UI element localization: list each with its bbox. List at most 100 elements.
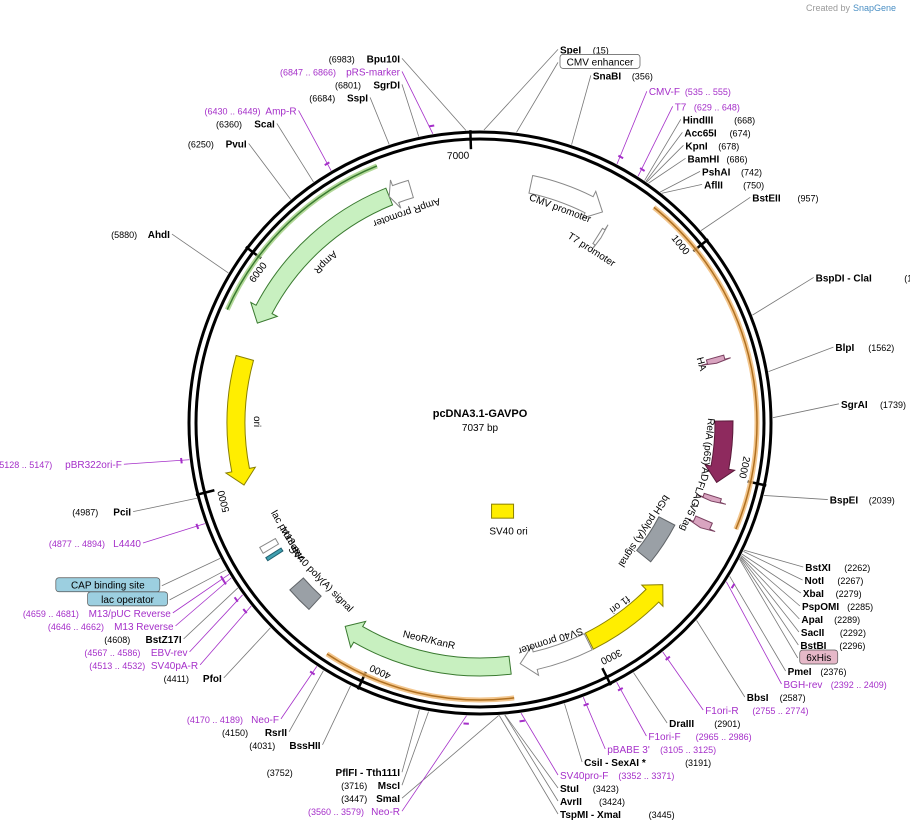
site-pos-bsshii: (4031) (249, 741, 275, 751)
site-name-m13-puc-reverse: M13/pUC Reverse (89, 609, 172, 620)
enzyme-site-noti: NotI(2267) (805, 576, 864, 587)
feature-tag-cap-binding-site: CAP binding site (55, 577, 161, 593)
site-pos-xbai: (2279) (836, 589, 862, 599)
leader-f1ori-f (616, 681, 647, 737)
leader-rsrii (288, 670, 324, 733)
primer-site-neo-r: Neo-R(3560 .. 3579) (308, 807, 400, 818)
feature-ampr-promoter (388, 179, 414, 209)
primer-site-amp-r: Amp-R(6430 .. 6449) (205, 106, 297, 117)
feature-neo-line-core (326, 653, 515, 701)
enzyme-site-bstz17i: BstZ17I(4608) (104, 635, 182, 646)
site-name-scai: ScaI (254, 119, 275, 130)
leader-pvui (248, 143, 291, 200)
site-name-sacii: SacII (801, 628, 825, 639)
enzyme-site-apai: ApaI (2289) (801, 615, 860, 626)
site-name-sgrdi: SgrDI (373, 80, 400, 91)
leader-spei (483, 49, 559, 131)
enzyme-site-bspei: BspEI(2039) (830, 496, 895, 507)
site-pos-aflii: (750) (743, 180, 764, 190)
feature-amp-line (224, 163, 378, 311)
site-name-apai: ApaI (801, 615, 823, 626)
site-name-pmei: PmeI (788, 667, 812, 678)
leader-cap-binding-site (161, 557, 221, 587)
primer-mark-pbr322ori-f (180, 457, 183, 464)
tick-mark-7000 (469, 130, 473, 150)
site-name-sgrai: SgrAI (841, 400, 868, 411)
primer-site-sv40pro-f: SV40pro-F(3352 .. 3371) (560, 771, 674, 782)
feature-gavpo-core (653, 206, 758, 530)
enzyme-site-smai: SmaI(3447) (341, 794, 400, 805)
leader-prs-marker (401, 71, 434, 134)
leader-sv40pro-f (520, 712, 559, 776)
leader-kpni (646, 145, 684, 183)
enzyme-site-stui: StuI (3423) (560, 784, 619, 795)
leader-pspomi (741, 555, 801, 607)
enzyme-site-pflfi-tth111i: PflFI - Tth111I(3752) (267, 768, 400, 779)
site-name-bsteii: BstEII (752, 193, 781, 204)
site-pos-acc65i: (674) (730, 128, 751, 138)
leader-cmv-enhancer (516, 62, 559, 133)
site-pos-kpni: (678) (718, 141, 739, 151)
site-pos-spei: (15) (593, 45, 609, 55)
enzyme-site-msci: MscI(3716) (341, 781, 400, 792)
feature-cmv-promoter (528, 174, 604, 219)
primer-site-neo-f: Neo-F(4170 .. 4189) (187, 715, 279, 726)
feature-tag-6xhis: 6xHis (799, 649, 839, 665)
feature-label-ha: HA (694, 356, 708, 373)
enzyme-site-sacii: SacII(2292) (801, 628, 866, 639)
site-name-bspdi-clai: BspDI - ClaI (816, 273, 872, 284)
site-name-f1ori-f: F1ori-F (648, 732, 680, 743)
feature-amp-line-core (226, 165, 378, 310)
feature-f1-ori (584, 584, 664, 650)
site-pos-bstbi: (2296) (839, 641, 865, 651)
site-pos-bgh-rev: (2392 .. 2409) (831, 680, 887, 690)
site-name-pspomi: PspOMI (802, 602, 839, 613)
site-pos-apai: (2289) (834, 615, 860, 625)
leader-pmei (729, 576, 786, 672)
feature-label-sv40-ori: SV40 ori (489, 526, 527, 537)
feature-bgh-poly-a-signal (636, 516, 676, 563)
leader-stui (504, 714, 559, 789)
site-name-acc65i: Acc65I (684, 128, 716, 139)
leader-sgrai (772, 403, 840, 419)
site-name-pvui: PvuI (226, 140, 247, 151)
site-name-pflfi-tth111i: PflFI - Tth111I (336, 768, 401, 779)
leader-pbabe-3 (582, 697, 606, 750)
tag-label-lac-operator: lac operator (101, 595, 154, 606)
leader-blpi (768, 346, 834, 373)
tag-box-6xhis (799, 649, 839, 665)
site-name-bstbi: BstBI (800, 641, 826, 652)
site-pos-prs-marker: (6847 .. 6866) (280, 67, 336, 77)
site-pos-pspomi: (2285) (847, 602, 873, 612)
primer-site-m13-puc-reverse: M13/pUC Reverse(4659 .. 4681) (23, 609, 171, 620)
feature-m13-rev (265, 547, 284, 562)
primer-mark-f1ori-r (665, 655, 671, 661)
site-pos-bamhi: (686) (727, 154, 748, 164)
site-name-pcii: PciI (113, 508, 131, 519)
primer-site-bgh-rev: BGH-rev(2392 .. 2409) (784, 680, 887, 691)
leader-bsteii (700, 197, 751, 231)
site-pos-stui: (3423) (593, 784, 619, 794)
tick-label-7000: 7000 (447, 151, 470, 163)
leader-smai (401, 715, 499, 799)
site-pos-bstz17i: (4608) (104, 635, 130, 645)
enzyme-site-bsteii: BstEII(957) (752, 193, 818, 204)
leader-sacii (740, 556, 800, 633)
site-pos-pbr322ori-f: (5128 .. 5147) (0, 460, 52, 470)
leader-bpu10i (401, 58, 467, 131)
site-pos-f1ori-r: (2755 .. 2774) (752, 706, 808, 716)
site-pos-snabi: (356) (632, 71, 653, 81)
feature-neor-kanr (344, 620, 512, 677)
site-name-stui: StuI (560, 784, 579, 795)
site-pos-smai: (3447) (341, 794, 367, 804)
feature-rela-p65-ad (704, 420, 736, 484)
leader-bbsi (696, 620, 746, 698)
primer-site-f1ori-f: F1ori-F(2965 .. 2986) (648, 732, 751, 743)
leader-bstxi (743, 549, 804, 568)
leader-sgrdi (401, 84, 420, 137)
enzyme-site-tspmi-xmai: TspMI - XmaI(3445) (560, 810, 675, 821)
plasmid-name: pcDNA3.1-GAVPO (433, 408, 528, 420)
site-name-hindiii: HindIII (683, 115, 714, 126)
